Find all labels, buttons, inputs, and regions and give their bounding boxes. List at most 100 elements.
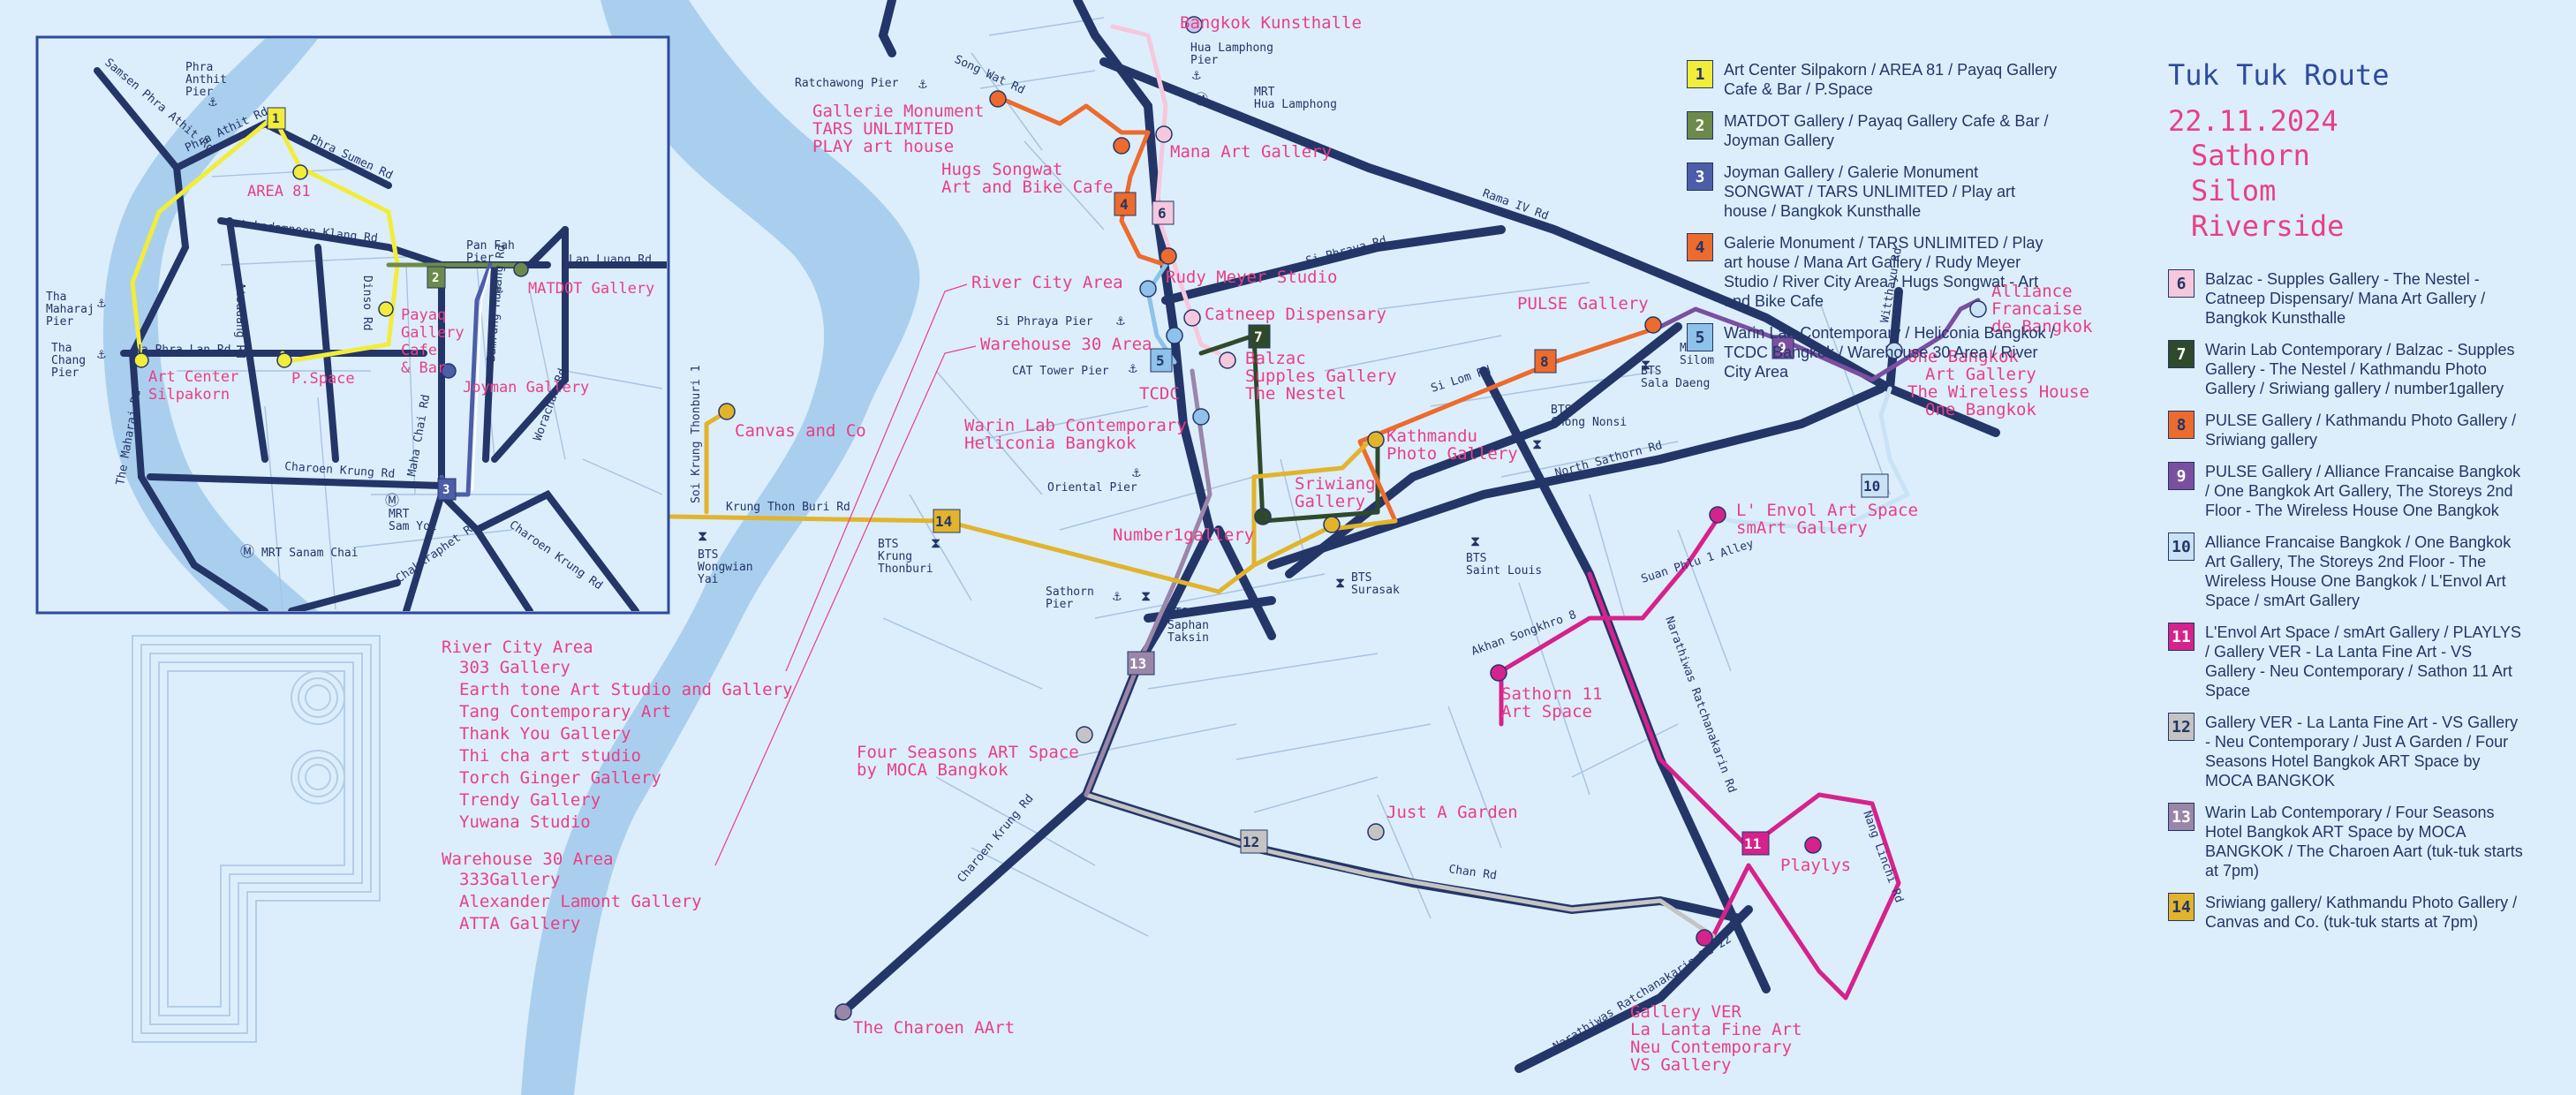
list-item: ATTA Gallery (459, 914, 581, 933)
label-bts-wongwian-2: Wongwian (698, 561, 753, 574)
label-mrt-hl-1: MRT (1254, 86, 1275, 99)
label-nanglinchi: Nang Linchi Rd (1860, 809, 1906, 904)
inset-mrt-sam-yot-1: MRT (389, 508, 410, 521)
chao-phraya-river (521, 0, 920, 1095)
road-sathorn-s (1144, 596, 1276, 623)
label-bts-saint-louis-1: BTS (1466, 552, 1486, 565)
legend-text: Sriwiang gallery/ Kathmandu Photo Galler… (2205, 894, 2518, 931)
label-one-bangkok-1: One Bangkok (1907, 347, 2019, 366)
label-bts-saphan-1: BTS (1167, 607, 1188, 620)
inset-dinso: Dinso Rd (360, 276, 374, 331)
page-title: Tuk Tuk Route (2168, 58, 2390, 92)
legend-text: Alliance Francaise Bangkok / One Bangkok… (2205, 533, 2512, 609)
route-13-line (1084, 368, 1212, 797)
legend-text: Warin Lab Contemporary / Heliconia Bangk… (1724, 324, 2055, 381)
label-sriwiang-1: Sriwiang (1295, 474, 1376, 494)
inset-mrt-sanam-chai: MRT Sanam Chai (261, 547, 359, 560)
title-block: Tuk Tuk Route 22.11.2024 Sathorn Silom R… (2168, 58, 2539, 244)
label-river-city: River City Area (971, 273, 1123, 292)
label-alliance-3: de Bangkok (1991, 317, 2093, 336)
label-sathorn-pier-1: Sathorn (1046, 585, 1094, 599)
inset-tha-chang-3: Pier (51, 366, 79, 380)
legend-text: PULSE Gallery / Alliance Francaise Bangk… (2205, 463, 2521, 519)
label-soi-krung: Soi Krung Thonburi 1 (690, 365, 703, 503)
label-mrt-silom-2: Silom (1680, 354, 1714, 367)
legend-text: Balzac - Supples Gallery - The Nestel - … (2205, 270, 2486, 327)
marker-8: 8 (1534, 349, 1557, 374)
inset-tha-chang-2: Chang (51, 354, 86, 367)
legend-text: PULSE Gallery / Kathmandu Photo Gallery … (2205, 412, 2517, 449)
svg-text:⚓: ⚓ (495, 280, 503, 297)
pier-icon: ⚓ (1132, 464, 1141, 480)
label-four-seasons-1: Four Seasons ART Space (857, 743, 1079, 762)
label-rudy-meyer: Rudy Meyer Studio (1166, 268, 1337, 287)
legend-text: Warin Lab Contemporary / Balzac - Supple… (2205, 341, 2515, 397)
area-silom: Silom (2191, 174, 2277, 208)
label-sathorn-pier-2: Pier (1046, 598, 1073, 611)
legend-number-badge: 5 (1687, 323, 1713, 351)
legend-number-badge: 2 (1687, 111, 1713, 140)
label-ratchawong-pier: Ratchawong Pier (795, 77, 899, 90)
svg-text:14: 14 (935, 513, 952, 530)
list-item: 333Gallery (459, 870, 561, 889)
inset-mrt-sam-yot-2: Sam Yot (389, 520, 437, 533)
inset-phra-athit-1: Phra (185, 61, 213, 74)
leader-lines (714, 283, 977, 866)
route-6-line (1110, 24, 1221, 356)
label-hugs-1: Hugs Songwat (941, 160, 1062, 179)
list-item: Tang Contemporary Art (459, 702, 672, 721)
svg-text:13: 13 (1129, 655, 1146, 672)
legend-text: Joyman Gallery / Galerie Monument SONGWA… (1724, 163, 2016, 220)
label-galerie-monument-3: PLAY art house (812, 137, 954, 156)
legend-number-badge: 12 (2168, 713, 2195, 741)
marker-14: 14 (933, 509, 961, 533)
label-bangkok-kunsthalle: Bangkok Kunsthalle (1180, 13, 1362, 33)
label-four-seasons-2: by MOCA Bangkok (857, 760, 1008, 780)
label-gallery-ver-2: La Lanta Fine Art (1630, 1020, 1802, 1039)
label-alliance-2: Francaise (1991, 299, 2082, 319)
svg-text:⚓: ⚓ (97, 345, 106, 362)
label-sathorn11-2: Art Space (1501, 702, 1592, 721)
marker-6: 6 (1152, 200, 1175, 225)
list-item: Alexander Lamont Gallery (459, 892, 702, 911)
label-gallery-ver-3: Neu Contemporary (1630, 1038, 1792, 1057)
list-item: Thank You Gallery (459, 724, 631, 744)
label-lenvol-1: L' Envol Art Space (1736, 501, 1918, 520)
label-playlys: Playlys (1780, 856, 1851, 875)
svg-text:2: 2 (432, 271, 439, 285)
label-bts-sala-daeng-1: BTS (1641, 365, 1661, 378)
svg-text:10: 10 (1863, 478, 1880, 495)
inset-phra-athit-2: Anthit (185, 73, 227, 87)
legend-text: Art Center Silpakorn / AREA 81 / Payaq G… (1724, 61, 2058, 98)
legend-number-badge: 14 (2168, 893, 2195, 921)
legend-number-badge: 4 (1687, 233, 1713, 261)
svg-text:11: 11 (1744, 835, 1761, 852)
svg-text:⚓: ⚓ (208, 93, 217, 110)
label-bts-krung-3: Thonburi (878, 563, 933, 576)
decorative-motif (132, 635, 381, 1043)
label-warehouse30: Warehouse 30 Area (980, 335, 1152, 354)
svg-text:1: 1 (272, 112, 279, 126)
route-9-line (1658, 298, 1981, 382)
label-bts-chong-1: BTS (1551, 404, 1571, 417)
label-pulse: PULSE Gallery (1517, 294, 1649, 313)
road-surawong (1214, 525, 1276, 640)
label-oriental-pier: Oriental Pier (1047, 481, 1137, 495)
inset-atsadang: Atsadang Rd (233, 283, 246, 359)
list-item: Thi cha art studio (459, 746, 641, 766)
pier-icon: ⚓ (918, 75, 927, 92)
road-si-phraya (1161, 225, 1506, 305)
svg-text:9: 9 (1778, 339, 1787, 356)
